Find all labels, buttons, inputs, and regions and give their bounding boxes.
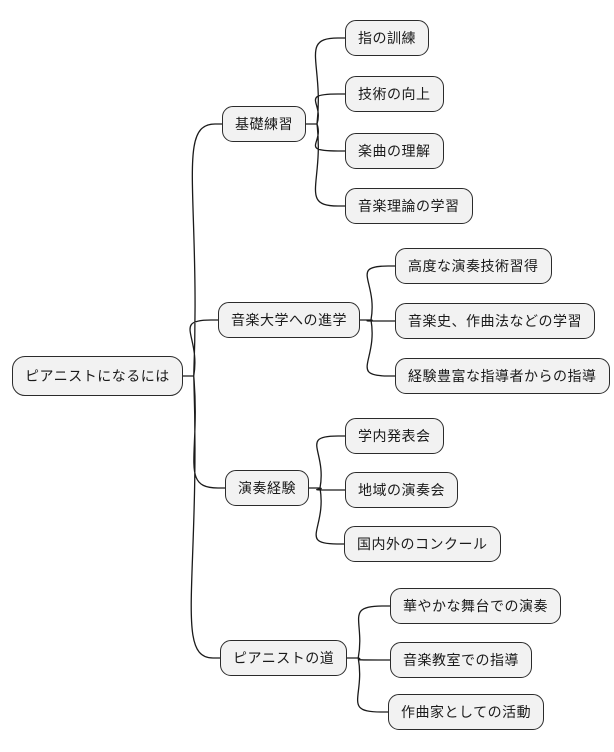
node-music-theory-study: 音楽理論の学習	[345, 188, 473, 224]
node-finger-training: 指の訓練	[345, 20, 429, 56]
node-skill-improvement: 技術の向上	[345, 76, 444, 112]
node-performance-experience: 演奏経験	[225, 470, 309, 506]
node-composer-activity: 作曲家としての活動	[388, 694, 545, 730]
node-school-recital: 学内発表会	[345, 418, 444, 454]
node-piece-understanding: 楽曲の理解	[345, 133, 444, 169]
node-pianist-path: ピアニストの道	[220, 640, 348, 676]
node-experienced-teachers: 経験豊富な指導者からの指導	[395, 358, 610, 394]
node-music-school-teaching: 音楽教室での指導	[390, 642, 532, 678]
node-basic-practice: 基礎練習	[222, 106, 306, 142]
node-local-concert: 地域の演奏会	[345, 472, 458, 508]
node-competitions: 国内外のコンクール	[344, 526, 501, 562]
node-root: ピアニストになるには	[12, 356, 183, 396]
node-history-composition-study: 音楽史、作曲法などの学習	[395, 303, 595, 339]
node-music-university: 音楽大学への進学	[218, 302, 360, 338]
node-stage-performance: 華やかな舞台での演奏	[390, 588, 561, 624]
node-advanced-technique: 高度な演奏技術習得	[395, 248, 552, 284]
